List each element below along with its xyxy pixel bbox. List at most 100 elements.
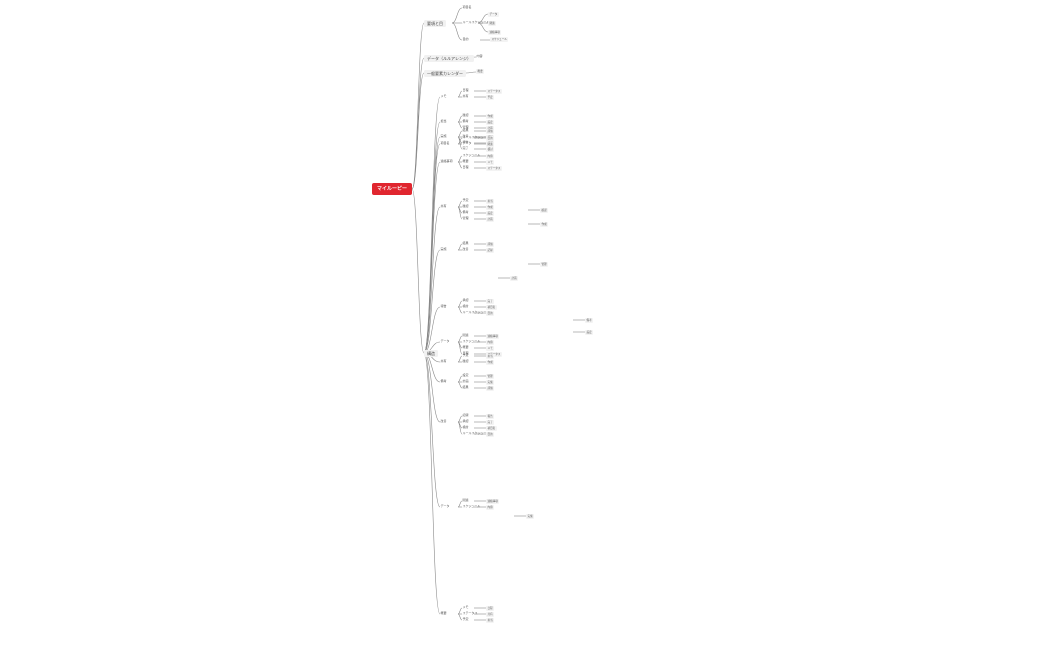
child-node[interactable]: 日程	[462, 165, 469, 169]
grandchild-node[interactable]: 項目名	[486, 426, 497, 431]
child-node[interactable]: 備考	[462, 119, 469, 123]
grandchild-node[interactable]: 完了	[486, 299, 495, 304]
branch-node[interactable]: 構造	[424, 350, 438, 357]
child-node[interactable]: 確認	[462, 204, 469, 208]
child-node[interactable]: ルールスケジュール	[462, 431, 490, 435]
grandchild-node[interactable]: 共有	[486, 612, 495, 617]
grandchild-node[interactable]: メモ	[486, 346, 495, 351]
child-node[interactable]: スケジュール	[462, 504, 481, 508]
child-node[interactable]: スケジュール	[462, 339, 481, 343]
leaf-node[interactable]: スケジュール	[490, 37, 509, 42]
child-node[interactable]: ステータス	[462, 611, 478, 615]
grandchild-node[interactable]: 内容	[486, 505, 495, 510]
grandchild-node[interactable]: 日程	[486, 606, 495, 611]
grandchild-node[interactable]: 計画	[486, 217, 495, 222]
grandchild-node[interactable]: 設定	[486, 211, 495, 216]
child-node[interactable]: 承認	[462, 298, 469, 302]
deep-leaf-node[interactable]: 実施	[526, 514, 535, 519]
grandchild-node[interactable]: 報告	[486, 414, 495, 419]
grandchild-node[interactable]: 目的	[486, 311, 495, 316]
deep-leaf-node[interactable]: 計画	[510, 276, 519, 281]
sub-branch-node[interactable]: 概要	[440, 611, 447, 615]
leaf-node[interactable]: 目的	[462, 37, 469, 41]
child-node[interactable]: 共有	[462, 94, 469, 98]
grandchild-node[interactable]: ステータス	[486, 89, 502, 94]
deep-leaf-node[interactable]: 管理	[540, 262, 549, 267]
leaf-node[interactable]: 内容	[476, 54, 483, 58]
branch-node[interactable]: 一般要素カレンダー	[424, 70, 466, 77]
grandchild-node[interactable]: 内容	[486, 340, 495, 345]
leaf-node[interactable]: 連絡事項	[488, 30, 502, 35]
grandchild-node[interactable]: 実施	[486, 380, 495, 385]
sub-branch-node[interactable]: 共有	[440, 359, 447, 363]
child-node[interactable]: 承認	[462, 419, 469, 423]
sub-branch-node[interactable]: 改善	[440, 419, 447, 423]
deep-leaf-node[interactable]: 作成	[540, 222, 549, 227]
grandchild-node[interactable]: 評価	[486, 386, 495, 391]
child-node[interactable]: 予定	[462, 617, 469, 621]
deep-leaf-node[interactable]: 備考	[585, 318, 594, 323]
leaf-node[interactable]: ルールスケジュール	[462, 20, 490, 24]
grandchild-node[interactable]: 内容	[486, 154, 495, 159]
child-node[interactable]: 概要	[462, 345, 469, 349]
child-node[interactable]: 日程	[462, 351, 469, 355]
child-node[interactable]: 検討	[462, 304, 469, 308]
child-node[interactable]: 設定	[462, 373, 469, 377]
child-node[interactable]: ルールスケジュール	[462, 135, 490, 139]
sub-branch-node[interactable]: 担当	[440, 119, 447, 123]
deep-leaf-node[interactable]: 確認	[540, 208, 549, 213]
grandchild-node[interactable]: 計画	[486, 126, 495, 131]
child-node[interactable]: 概要	[462, 159, 469, 163]
grandchild-node[interactable]: メモ	[486, 160, 495, 165]
sub-branch-node[interactable]: 連絡事項	[440, 159, 453, 163]
grandchild-node[interactable]: 評価	[486, 242, 495, 247]
grandchild-node[interactable]: 目的	[486, 136, 495, 141]
sub-branch-node[interactable]: 報告	[440, 304, 447, 308]
grandchild-node[interactable]: 検討	[486, 147, 495, 152]
leaf-node[interactable]: 関連	[488, 21, 497, 26]
child-node[interactable]: 関連	[462, 498, 469, 502]
child-node[interactable]: 記録	[462, 413, 469, 417]
branch-node[interactable]: データ（ルルアレンジ）	[424, 55, 474, 62]
child-node[interactable]: スケジュール	[462, 153, 481, 157]
sub-branch-node[interactable]: 項目名	[440, 141, 450, 145]
child-node[interactable]: 管理	[462, 125, 469, 129]
grandchild-node[interactable]: 作成	[486, 205, 495, 210]
sub-branch-node[interactable]: 実施	[440, 134, 447, 138]
deep-leaf-node[interactable]: 設定	[585, 330, 594, 335]
root-node[interactable]: マイルーピー	[372, 183, 412, 195]
grandchild-node[interactable]: 作成	[486, 360, 495, 365]
grandchild-node[interactable]: 項目名	[486, 305, 497, 310]
child-node[interactable]: 備考	[462, 210, 469, 214]
child-node[interactable]: 予定	[462, 198, 469, 202]
child-node[interactable]: 検討	[462, 425, 469, 429]
sub-branch-node[interactable]: メモ	[440, 94, 447, 98]
child-node[interactable]: 結果	[462, 385, 469, 389]
grandchild-node[interactable]: 予定	[486, 95, 495, 100]
grandchild-node[interactable]: 担当	[486, 354, 495, 359]
sub-branch-node[interactable]: データ	[440, 504, 450, 508]
grandchild-node[interactable]: 連絡事項	[486, 499, 500, 504]
sub-branch-node[interactable]: 備考	[440, 379, 447, 383]
child-node[interactable]: 確認	[462, 113, 469, 117]
child-node[interactable]: ルールスケジュール	[462, 310, 490, 314]
child-node[interactable]: 完了	[462, 146, 469, 150]
grandchild-node[interactable]: 記録	[486, 248, 495, 253]
grandchild-node[interactable]: 目的	[486, 432, 495, 437]
grandchild-node[interactable]: 作成	[486, 114, 495, 119]
sub-branch-node[interactable]: 実施	[440, 247, 447, 251]
grandchild-node[interactable]: 関連	[486, 142, 495, 147]
leaf-node[interactable]: 項目名	[462, 5, 472, 9]
child-node[interactable]: 計画	[462, 379, 469, 383]
child-node[interactable]: 改善	[462, 134, 469, 138]
grandchild-node[interactable]: 設定	[486, 120, 495, 125]
branch-node[interactable]: 要項と目	[424, 20, 446, 27]
child-node[interactable]: 確認	[462, 359, 469, 363]
child-node[interactable]: 日程	[462, 88, 469, 92]
grandchild-node[interactable]: 担当	[486, 618, 495, 623]
child-node[interactable]: 改善	[462, 247, 469, 251]
sub-branch-node[interactable]: 共有	[440, 204, 447, 208]
child-node[interactable]: 予定	[462, 353, 469, 357]
child-node[interactable]: 結果	[462, 241, 469, 245]
child-node[interactable]: メモ	[462, 605, 469, 609]
